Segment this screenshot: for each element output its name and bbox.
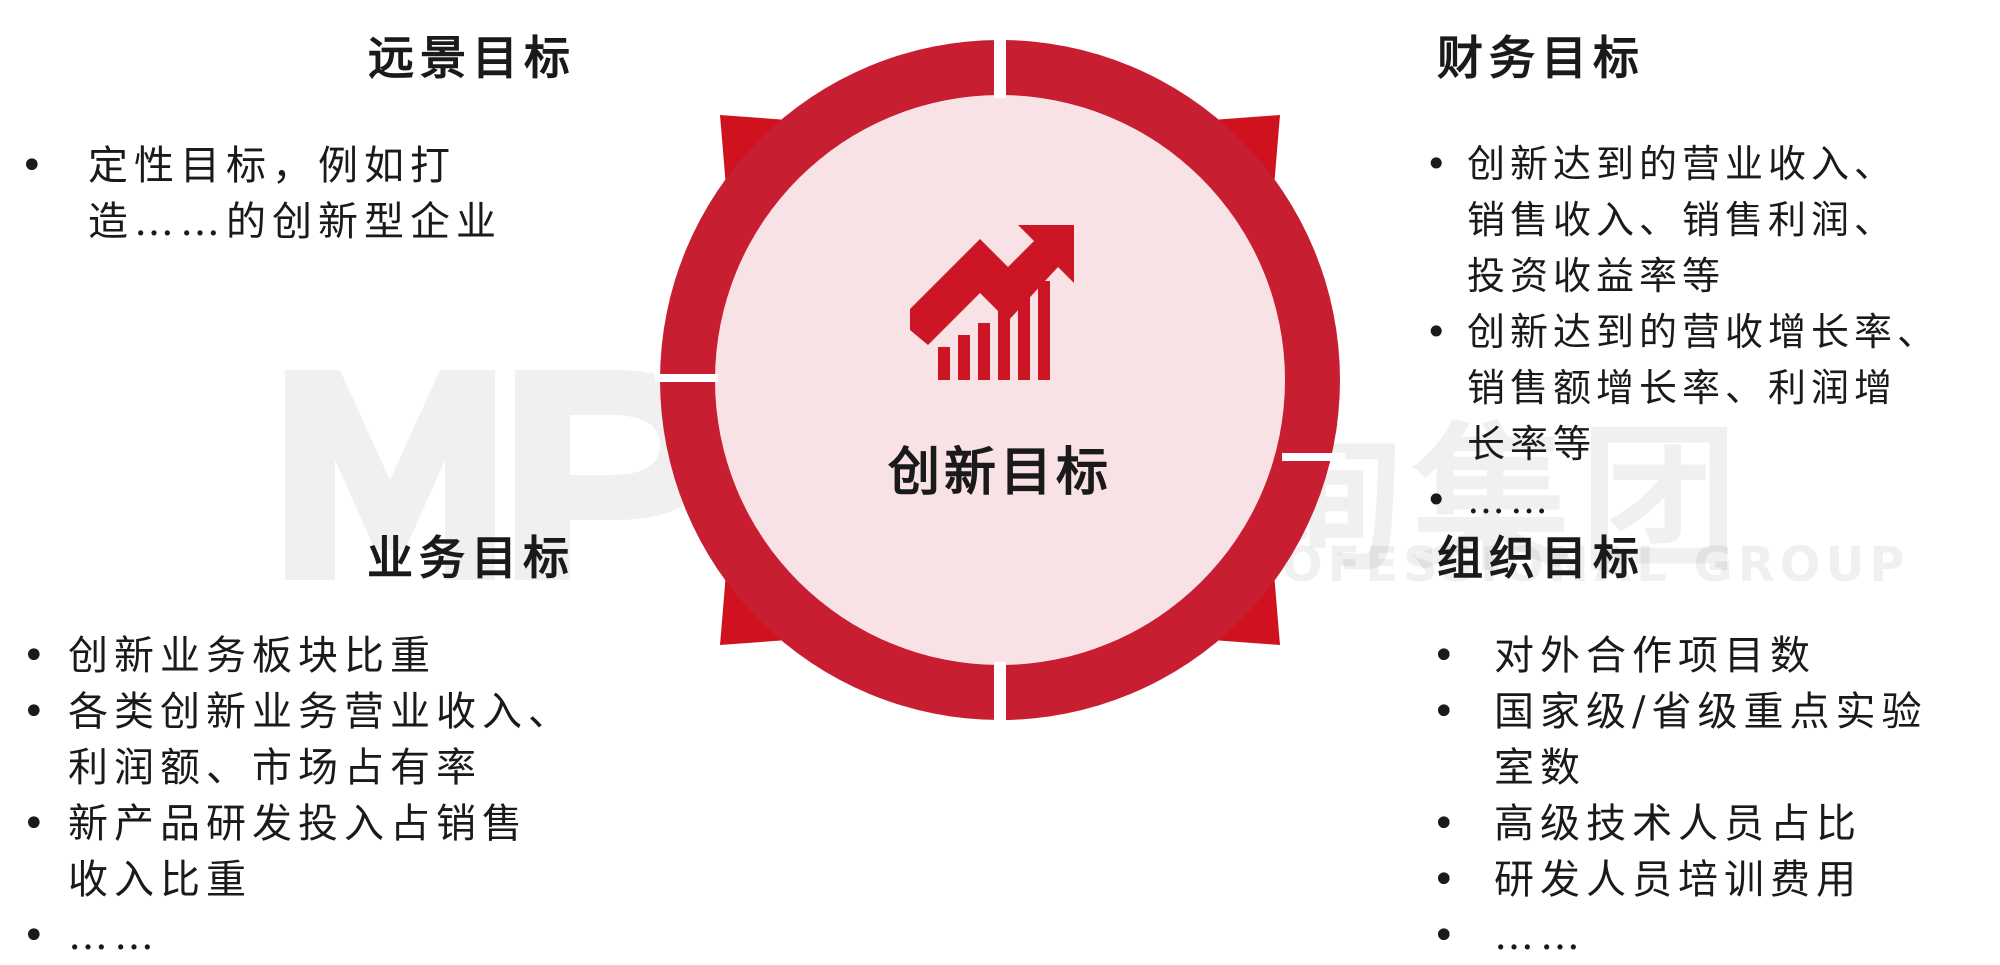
bullet-item: 创新业务板块比重 bbox=[22, 628, 642, 684]
finance-goals-block: 财务目标 创新达到的营业收入、销售收入、销售利润、投资收益率等创新达到的营收增长… bbox=[1425, 22, 2000, 528]
bullet-item-line: 国家级/省级重点实验 bbox=[1494, 689, 1928, 735]
bullet-item-line: 长率等 bbox=[1467, 422, 1597, 466]
bullet-item-line: 收入比重 bbox=[68, 857, 252, 903]
bullet-item-line: 创新达到的营收增长率、 bbox=[1467, 310, 1941, 354]
bullet-item-line: 各类创新业务营业收入、 bbox=[68, 689, 574, 735]
bullet-item-line: …… bbox=[1494, 913, 1586, 959]
bullet-item: 创新达到的营业收入、销售收入、销售利润、投资收益率等 bbox=[1425, 136, 2000, 304]
innovation-ring bbox=[655, 35, 1345, 725]
finance-goals-title: 财务目标 bbox=[1437, 31, 1645, 85]
ring-inner bbox=[715, 95, 1285, 665]
bullet-item: 研发人员培训费用 bbox=[1432, 852, 1992, 908]
bullet-item-line: 室数 bbox=[1494, 745, 1586, 791]
bullet-item-line: 创新业务板块比重 bbox=[68, 633, 436, 679]
business-goals-title: 业务目标 bbox=[367, 531, 575, 585]
bullet-item-line: 创新达到的营业收入、 bbox=[1467, 142, 1898, 186]
business-goals-block: 业务目标 创新业务板块比重各类创新业务营业收入、利润额、市场占有率新产品研发投入… bbox=[22, 522, 642, 964]
bullet-item-line: 销售额增长率、利润增 bbox=[1467, 366, 1898, 410]
organization-goals-block: 组织目标 对外合作项目数国家级/省级重点实验室数高级技术人员占比研发人员培训费用… bbox=[1432, 522, 1992, 964]
organization-goals-title: 组织目标 bbox=[1437, 531, 1645, 585]
bullet-item-line: …… bbox=[68, 913, 160, 959]
bullet-item: …… bbox=[22, 908, 642, 964]
rising-bar-chart-icon bbox=[910, 225, 1074, 380]
bullet-item-line: 利润额、市场占有率 bbox=[68, 745, 482, 791]
finance-goals-list: 创新达到的营业收入、销售收入、销售利润、投资收益率等创新达到的营收增长率、销售额… bbox=[1425, 136, 2000, 528]
bullet-item-line: 投资收益率等 bbox=[1467, 254, 1726, 298]
bullet-item-line: 高级技术人员占比 bbox=[1494, 801, 1862, 847]
bullet-item-line: 新产品研发投入占销售 bbox=[68, 801, 528, 847]
business-goals-list: 创新业务板块比重各类创新业务营业收入、利润额、市场占有率新产品研发投入占销售收入… bbox=[22, 628, 642, 964]
vision-goals-title: 远景目标 bbox=[368, 31, 576, 85]
bullet-item: 各类创新业务营业收入、利润额、市场占有率 bbox=[22, 684, 642, 796]
bullet-item: …… bbox=[1425, 472, 2000, 528]
bullet-item: 对外合作项目数 bbox=[1432, 628, 1992, 684]
bullet-item-line: 对外合作项目数 bbox=[1494, 633, 1816, 679]
organization-goals-list: 对外合作项目数国家级/省级重点实验室数高级技术人员占比研发人员培训费用 …… bbox=[1432, 628, 1992, 964]
bullet-item: …… bbox=[1432, 908, 1992, 964]
bullet-item-line: 研发人员培训费用 bbox=[1494, 857, 1862, 903]
bullet-item-line: 销售收入、销售利润、 bbox=[1467, 198, 1898, 242]
bullet-item-line: 造……的创新型企业 bbox=[88, 199, 502, 245]
bullet-item: 高级技术人员占比 bbox=[1432, 796, 1992, 852]
bullet-item-line: …… bbox=[1467, 478, 1553, 522]
bullet-item-line: 定性目标，例如打 bbox=[88, 143, 456, 189]
center-title: 创新目标 bbox=[887, 442, 1112, 503]
